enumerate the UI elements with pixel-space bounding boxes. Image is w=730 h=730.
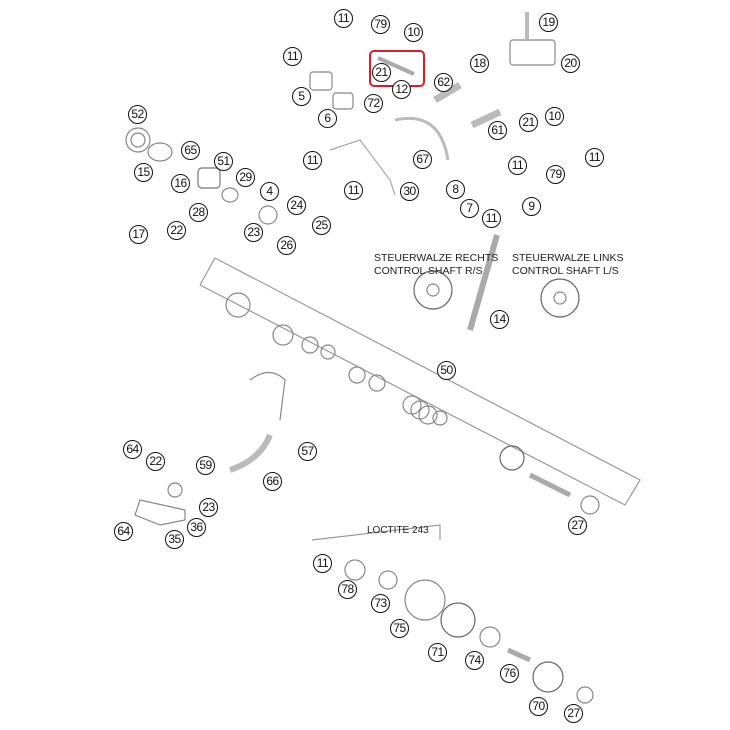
callout-10[interactable]: 10 xyxy=(404,23,423,42)
callout-11[interactable]: 11 xyxy=(283,47,302,66)
callout-22[interactable]: 22 xyxy=(146,452,165,471)
callout-62[interactable]: 62 xyxy=(434,73,453,92)
callout-52[interactable]: 52 xyxy=(128,105,147,124)
callout-57[interactable]: 57 xyxy=(298,442,317,461)
callout-15[interactable]: 15 xyxy=(134,163,153,182)
callout-19[interactable]: 19 xyxy=(539,13,558,32)
callout-67[interactable]: 67 xyxy=(413,150,432,169)
callout-26[interactable]: 26 xyxy=(277,236,296,255)
callout-27[interactable]: 27 xyxy=(568,516,587,535)
callout-11[interactable]: 11 xyxy=(585,148,604,167)
callout-23[interactable]: 23 xyxy=(199,498,218,517)
loctite-note: LOCTITE 243 xyxy=(367,525,429,536)
callout-12[interactable]: 12 xyxy=(392,80,411,99)
callout-7[interactable]: 7 xyxy=(460,199,479,218)
callout-4[interactable]: 4 xyxy=(260,182,279,201)
control-shaft-right-label: STEUERWALZE RECHTS CONTROL SHAFT R/S xyxy=(374,252,498,278)
callout-11[interactable]: 11 xyxy=(508,156,527,175)
control-shaft-right-de: STEUERWALZE RECHTS xyxy=(374,252,499,264)
callout-61[interactable]: 61 xyxy=(488,121,507,140)
callout-22[interactable]: 22 xyxy=(167,221,186,240)
callout-10[interactable]: 10 xyxy=(545,107,564,126)
callout-76[interactable]: 76 xyxy=(500,664,519,683)
callout-51[interactable]: 51 xyxy=(214,152,233,171)
callout-21-highlighted[interactable]: 21 xyxy=(372,63,391,82)
callout-18[interactable]: 18 xyxy=(470,54,489,73)
callout-11[interactable]: 11 xyxy=(344,181,363,200)
callout-8[interactable]: 8 xyxy=(446,180,465,199)
callout-11[interactable]: 11 xyxy=(303,151,322,170)
callout-66[interactable]: 66 xyxy=(263,472,282,491)
callout-73[interactable]: 73 xyxy=(371,594,390,613)
control-shaft-left-de: STEUERWALZE LINKS xyxy=(512,252,624,264)
callout-5[interactable]: 5 xyxy=(292,87,311,106)
callout-21[interactable]: 21 xyxy=(519,113,538,132)
callout-20[interactable]: 20 xyxy=(561,54,580,73)
callout-64[interactable]: 64 xyxy=(123,440,142,459)
callout-16[interactable]: 16 xyxy=(171,174,190,193)
callout-24[interactable]: 24 xyxy=(287,196,306,215)
callout-36[interactable]: 36 xyxy=(187,518,206,537)
callout-75[interactable]: 75 xyxy=(390,619,409,638)
callout-25[interactable]: 25 xyxy=(312,216,331,235)
callout-11[interactable]: 11 xyxy=(334,9,353,28)
callout-64[interactable]: 64 xyxy=(114,522,133,541)
callout-79[interactable]: 79 xyxy=(371,15,390,34)
callout-17[interactable]: 17 xyxy=(129,225,148,244)
callout-9[interactable]: 9 xyxy=(522,197,541,216)
callout-35[interactable]: 35 xyxy=(165,530,184,549)
callout-71[interactable]: 71 xyxy=(428,643,447,662)
callout-65[interactable]: 65 xyxy=(181,141,200,160)
control-shaft-left-label: STEUERWALZE LINKS CONTROL SHAFT L/S xyxy=(512,252,623,278)
callout-50[interactable]: 50 xyxy=(437,361,456,380)
callout-11[interactable]: 11 xyxy=(482,209,501,228)
callout-14[interactable]: 14 xyxy=(490,310,509,329)
callout-27[interactable]: 27 xyxy=(564,704,583,723)
callout-79[interactable]: 79 xyxy=(546,165,565,184)
callout-6[interactable]: 6 xyxy=(318,109,337,128)
control-shaft-right-en: CONTROL SHAFT R/S xyxy=(374,265,483,277)
callout-23[interactable]: 23 xyxy=(244,223,263,242)
callout-70[interactable]: 70 xyxy=(529,697,548,716)
control-shaft-left-en: CONTROL SHAFT L/S xyxy=(512,265,619,277)
callout-78[interactable]: 78 xyxy=(338,580,357,599)
callout-28[interactable]: 28 xyxy=(189,203,208,222)
callout-74[interactable]: 74 xyxy=(465,651,484,670)
callout-30[interactable]: 30 xyxy=(400,182,419,201)
callout-72[interactable]: 72 xyxy=(364,94,383,113)
callout-59[interactable]: 59 xyxy=(196,456,215,475)
callout-29[interactable]: 29 xyxy=(236,168,255,187)
callout-11[interactable]: 11 xyxy=(313,554,332,573)
